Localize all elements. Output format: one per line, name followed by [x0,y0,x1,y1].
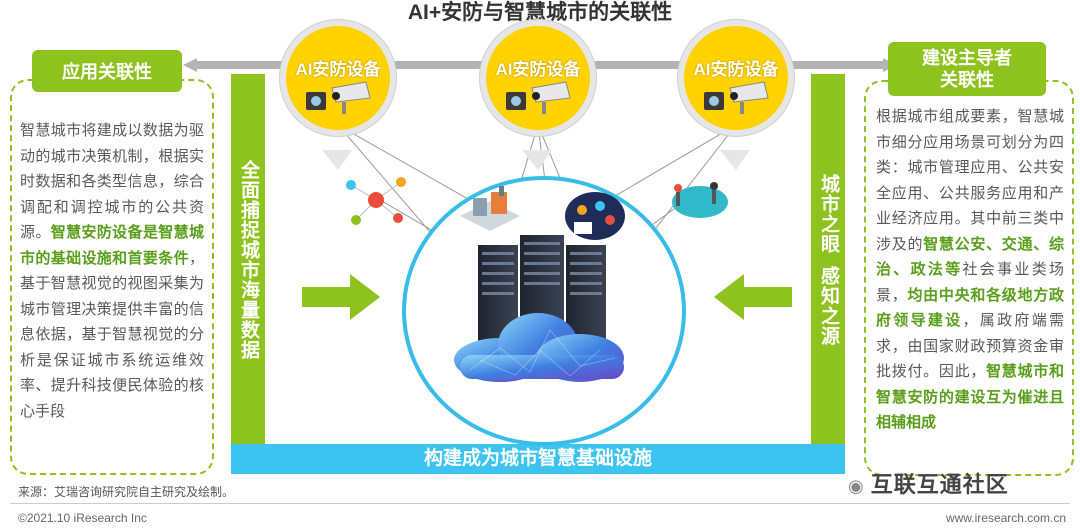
builder-relevance-label-overlay: 建设主导者 关联性 [888,42,1046,96]
left-arrow-icon [714,274,792,320]
wechat-icon: ◉ [848,476,871,496]
perception-source-text: 感知之源 [818,266,839,346]
watermark: ◉ 互联互通社区 [848,467,1009,499]
ai-security-device-2 [480,20,596,136]
footer-divider [10,503,1070,504]
builder-label-overlay-line1: 建设主导者 [922,48,1012,68]
left-description: 智慧城市将建成以数据为驱动的城市决策机制，根据实时数据和各类型信息，综合调配和调… [20,118,204,424]
right-text-highlight1: 智慧公安、交通、综治、政法等 [876,235,1064,279]
city-eye-bar: 城市之眼 感知之源 [811,74,845,446]
server-cloud-illustration [454,235,624,382]
ai-security-device-3 [678,20,794,136]
left-text-p1: 智慧城市将建成以数据为驱动的城市决策机制，根据实时数据和各类型信息，综合调配和调… [20,122,204,241]
social-network-icon [346,177,406,225]
left-text-highlight: 智慧安防设备是智慧城市的基础设施和首要条件 [20,224,204,267]
application-relevance-label-overlay: 应用关联性 [32,50,182,92]
device-label-2: AI安防设备 [495,60,581,79]
shopping-icon [565,192,625,240]
factory-icon [460,186,520,231]
device-label-3: AI安防设备 [693,60,779,79]
ai-security-device-1 [280,20,396,136]
city-eye-text: 城市之眼 [818,174,839,254]
infrastructure-bar: 构建成为城市智慧基础设施 [231,444,845,474]
camera-icon-2 [506,81,571,114]
device-label-1: AI安防设备 [295,60,381,79]
camera-icon-3 [704,81,769,114]
copyright: ©2021.10 iResearch Inc [18,511,147,525]
camera-icon-1 [306,81,371,114]
page-title: AI+安防与智慧城市的关联性 [407,1,673,24]
right-text-p5: ，属政府端需求，由国家财政预算资金审批拨付。因此， [876,312,1064,380]
right-text-p3: 社会事业类场景， [876,261,1064,304]
builder-label-overlay-line2: 关联性 [940,70,994,90]
source-note: 来源：艾瑞咨询研究院自主研究及绘制。 [18,485,235,499]
right-description: 根据城市组成要素，智慧城市细分应用场景可划分为四类：城市管理应用、公共安全应用、… [876,104,1064,436]
right-text-p1: 根据城市组成要素，智慧城市细分应用场景可划分为四类：城市管理应用、公共安全应用、… [876,108,1064,253]
left-text-p3: ，基于智慧视觉的视图采集为城市管理决策提供丰富的信息依据，基于智慧视觉的分析是保… [20,249,204,420]
right-text-highlight2: 均由中央和各级地方政府领导建设 [876,286,1064,330]
capture-data-bar: 全面捕捉城市海量数据 [231,74,265,446]
watermark-text: 互联互通社区 [870,472,1009,497]
right-text-highlight3: 智慧城市和智慧安防的建设互为催进且相辅相成 [876,363,1064,431]
website: www.iresearch.com.cn [945,511,1066,525]
right-arrow-icon [302,274,380,320]
people-map-icon [672,182,728,218]
